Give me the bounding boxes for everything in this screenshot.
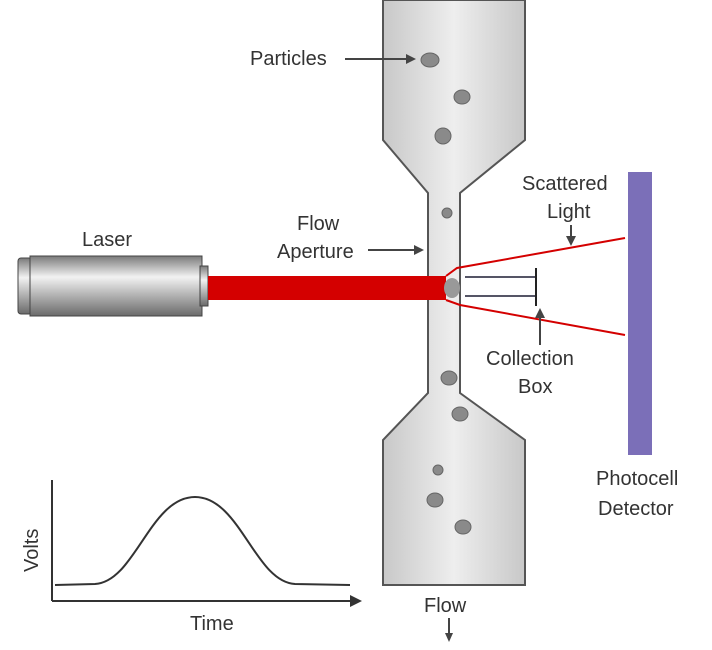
- illuminated-particle: [444, 278, 460, 298]
- label-flow-aperture-1: Flow: [297, 213, 340, 235]
- laser-icon: [17, 255, 209, 317]
- label-laser: Laser: [82, 229, 132, 251]
- collection-box: [465, 268, 537, 306]
- label-scattered-1: Scattered: [522, 173, 608, 195]
- label-collection-1: Collection: [486, 348, 574, 370]
- laser-beam: [208, 276, 446, 300]
- label-collection-2: Box: [518, 376, 552, 398]
- signal-curve: [54, 495, 351, 586]
- signal-graph: [51, 480, 362, 607]
- photocell-detector: [628, 172, 652, 455]
- particles: [420, 52, 472, 535]
- label-photocell-1: Photocell: [596, 468, 678, 490]
- arrows: [345, 54, 576, 642]
- scattered-light: [445, 237, 626, 336]
- label-volts: Volts: [21, 529, 43, 572]
- label-flow-aperture-2: Aperture: [277, 241, 354, 263]
- label-photocell-2: Detector: [598, 498, 674, 520]
- label-flow: Flow: [424, 595, 467, 617]
- label-particles: Particles: [250, 48, 327, 70]
- label-time: Time: [190, 613, 234, 635]
- label-scattered-2: Light: [547, 201, 591, 223]
